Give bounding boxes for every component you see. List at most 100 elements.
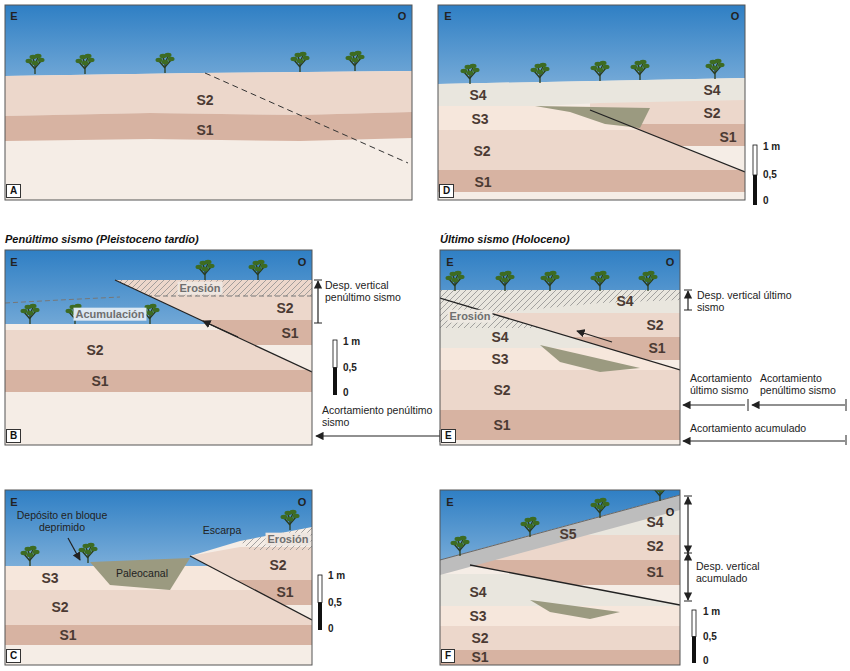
shrub-icon (521, 517, 540, 537)
shrub-leaves (643, 64, 650, 68)
shrub-leaves (461, 69, 468, 73)
stratum-label: S1 (91, 373, 108, 389)
shrub-leaves (543, 67, 550, 71)
sky (5, 490, 312, 665)
scale-label: 0 (343, 387, 349, 399)
panel-letter: A (6, 184, 21, 198)
shrub-icon (291, 52, 310, 72)
stratum-label: S1 (493, 417, 510, 433)
shrub-leaves (460, 536, 467, 540)
orientation-label: O (731, 10, 740, 23)
scale-bar (333, 368, 337, 396)
tick (846, 399, 847, 411)
shrub-leaves (648, 271, 655, 275)
shrub-leaves (287, 517, 294, 521)
shrub-leaves (458, 275, 465, 279)
shrub-leaves (597, 278, 604, 282)
panel-frame (440, 250, 680, 445)
orientation-label: O (398, 10, 407, 23)
shrub-leaves (603, 65, 610, 69)
stratum-label: S4 (469, 584, 486, 600)
shrub-leaves (467, 71, 474, 75)
scale-label: 0 (763, 195, 769, 207)
shrub-leaves (712, 66, 719, 70)
scale-label: 0 (703, 655, 709, 667)
former-surface (115, 296, 312, 297)
stratum (440, 290, 680, 445)
scale-label: 0,5 (703, 631, 717, 643)
stratum (438, 170, 745, 192)
shrub-leaves (521, 522, 528, 526)
stratum-label: S4 (491, 329, 508, 345)
shrub-leaves (303, 56, 310, 60)
tick (314, 323, 322, 324)
shrub-leaves (168, 57, 175, 61)
tick (684, 553, 692, 554)
scale-bar (753, 175, 757, 205)
shrub-leaves (290, 510, 297, 514)
stratum-label: S2 (471, 630, 488, 646)
annotation: Escarpa (203, 524, 242, 536)
paleochannel (530, 600, 620, 619)
shrub-leaves (165, 53, 172, 57)
scale-bar (333, 340, 337, 368)
shrub-icon (249, 260, 268, 280)
shrub-leaves (150, 304, 157, 308)
shrub-leaves (85, 550, 92, 554)
annotation: Acortamiento penúltimo sismo (322, 404, 437, 428)
arrow (687, 291, 688, 310)
stratum-label: S1 (471, 649, 488, 665)
arrow (752, 404, 845, 405)
shrub-icon (706, 59, 725, 79)
erosion-hatch (240, 527, 312, 550)
panel (5, 250, 312, 445)
shrub-leaves (637, 67, 644, 71)
stratum (440, 626, 680, 650)
orientation-label: O (298, 496, 307, 509)
annotation: Paleocanal (116, 567, 168, 579)
stratum-label: S3 (41, 570, 58, 586)
shrub-icon (541, 271, 560, 291)
shrub-leaves (297, 59, 304, 63)
stratum (115, 320, 312, 345)
shrub-leaves (66, 309, 73, 313)
shrub-leaves (600, 271, 607, 275)
stratum (438, 78, 745, 106)
block (190, 527, 312, 665)
shrub-icon (639, 271, 658, 291)
shrub-leaves (147, 311, 154, 315)
shrub-leaves (603, 275, 610, 279)
shrub-icon (26, 54, 45, 74)
scale-label: 1 m (328, 570, 345, 582)
shrub-icon (591, 271, 610, 291)
scale-label: 0 (328, 623, 334, 635)
block (590, 90, 745, 200)
stratum-label: S4 (703, 82, 720, 98)
shrub-leaves (600, 61, 607, 65)
shrub-leaves (33, 308, 40, 312)
shrub-leaves (655, 482, 662, 486)
shrub-leaves (496, 276, 503, 280)
annotation: Desp. vertical penúltimo sismo (325, 279, 420, 303)
surface (440, 495, 680, 560)
shrub-leaves (30, 304, 37, 308)
annotation: Acortamiento último sismo (690, 372, 762, 396)
shrub-leaves (358, 55, 365, 59)
fault-trace (205, 73, 408, 163)
shrub-leaves (291, 57, 298, 61)
panel (5, 5, 412, 200)
tick (846, 435, 847, 445)
stratum (190, 580, 312, 605)
orientation-label: E (10, 10, 17, 23)
scale-label: 1 m (343, 336, 360, 348)
panel-frame (438, 5, 745, 200)
stratum-label: S2 (646, 538, 663, 554)
panel (440, 250, 680, 445)
shrub-leaves (35, 54, 42, 58)
shrub-leaves (27, 553, 34, 557)
shrub-leaves (550, 271, 557, 275)
former-surface (5, 297, 120, 303)
shrub-leaves (463, 540, 470, 544)
stratum-label: S2 (703, 105, 720, 121)
stratum (5, 71, 412, 200)
